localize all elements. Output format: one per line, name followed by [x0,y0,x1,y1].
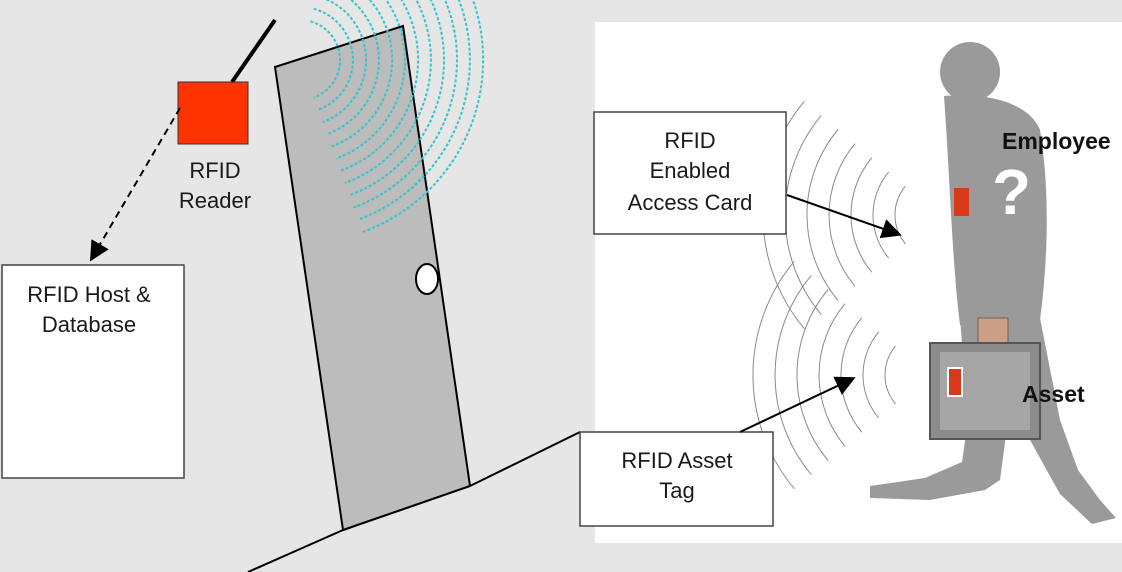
asset-tag [947,367,963,397]
host-label-line-1: RFID Host & [27,282,151,307]
door-wave [331,0,394,148]
asset-signal-arc [796,289,829,461]
door [273,24,472,532]
asset-signal-arc [818,303,846,447]
card-signal-arc [872,171,890,259]
access-card-label-line-2: Enabled [650,158,731,183]
door-wave [310,20,341,99]
door-wave [353,0,459,209]
door-wave [348,0,446,197]
employee-label: Employee [1002,128,1111,154]
asset-signal-arc [752,260,795,490]
reader-label-line-1: RFID [189,158,240,183]
door-signal-waves [310,0,485,233]
card-signal-arc [806,129,839,301]
door-wave [362,0,485,233]
access-card-box [593,111,787,235]
rfid-reader [177,81,249,145]
card-signal-arc [828,143,856,287]
door-wave [335,0,406,160]
door-wave [344,0,432,185]
card-signal-arc [850,157,873,273]
host-database-box [1,264,185,479]
signal-arcs [752,100,906,490]
asset-signal-arc [840,317,863,433]
reader-antenna [230,18,277,84]
access-card-label-line-3: Access Card [628,190,753,215]
door-wave [326,0,380,136]
asset-tag-box [579,431,774,527]
asset-signal-arc [884,345,896,405]
access-card-tag [954,188,969,216]
access-card-label-line-1: RFID [664,128,715,153]
question-mark: ? [992,156,1031,228]
asset-tag-arrow [739,376,856,433]
asset-label: Asset [1022,381,1085,407]
host-label-line-2: Database [42,312,136,337]
asset-tag-label-line-1: RFID Asset [621,448,732,473]
card-signal-arc [894,185,906,245]
door-wave [313,7,354,111]
reader-label-line-2: Reader [179,188,251,213]
door-knob [415,263,439,295]
asset-tag-label-line-2: Tag [659,478,694,503]
asset-signal-arc [774,275,812,475]
reader-host-link [89,107,181,262]
asset-signal-arc [862,331,880,419]
door-wave [357,0,471,221]
access-card-arrow [786,194,902,239]
